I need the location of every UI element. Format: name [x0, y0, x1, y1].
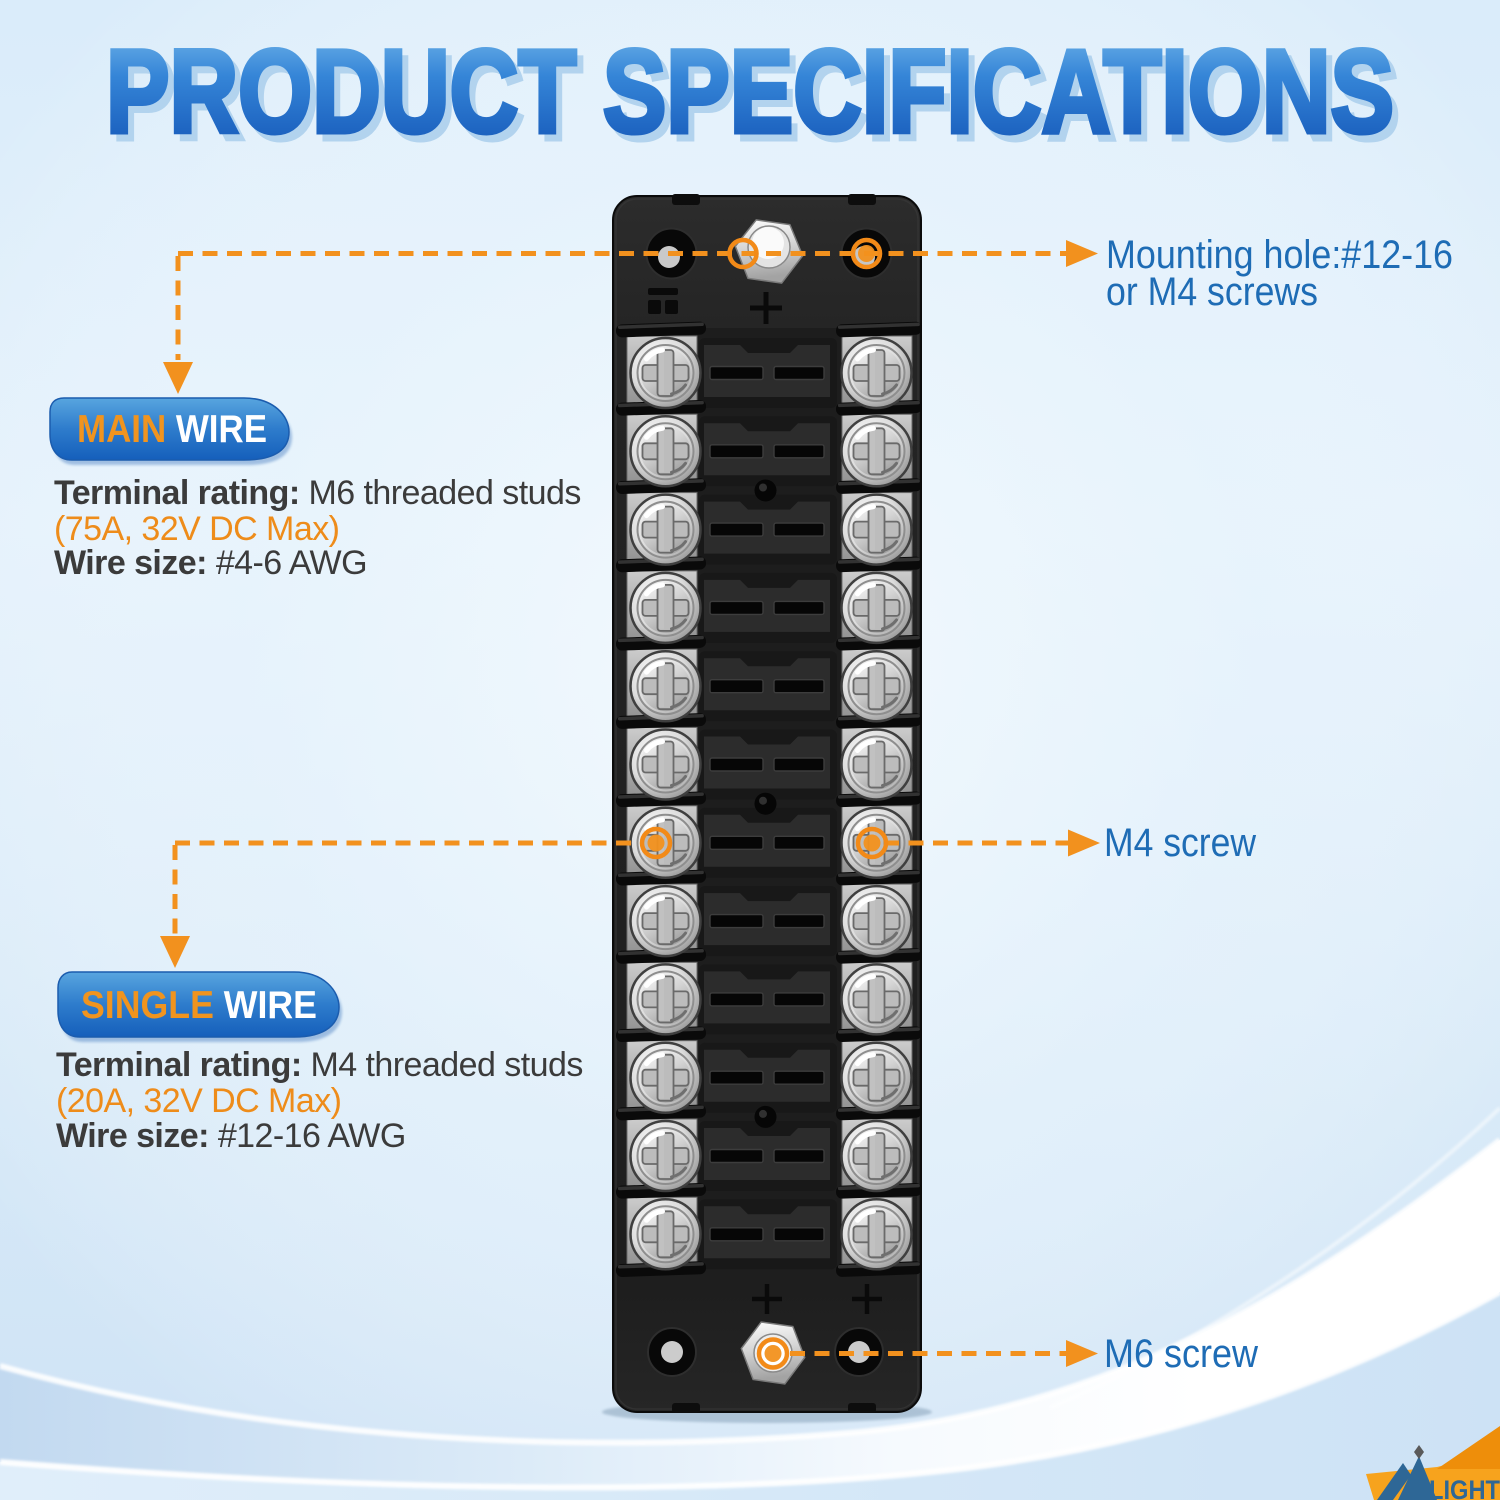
- svg-text:PRODUCT SPECIFICATIONS: PRODUCT SPECIFICATIONS: [112, 33, 1400, 165]
- svg-text:LIGHT: LIGHT: [1429, 1475, 1500, 1500]
- svg-text:or M4 screws: or M4 screws: [1106, 270, 1318, 314]
- svg-text:MAIN WIRE: MAIN WIRE: [77, 408, 267, 451]
- svg-text:Terminal rating: M6 threaded s: Terminal rating: M6 threaded studs: [54, 474, 581, 512]
- svg-text:(20A, 32V DC Max): (20A, 32V DC Max): [56, 1082, 341, 1120]
- svg-text:(75A, 32V DC Max): (75A, 32V DC Max): [54, 510, 339, 548]
- svg-text:Mounting hole:#12-16: Mounting hole:#12-16: [1106, 233, 1453, 277]
- svg-text:M4 screw: M4 screw: [1104, 821, 1256, 865]
- svg-text:Wire size: #4-6 AWG: Wire size: #4-6 AWG: [54, 544, 367, 582]
- svg-text:M6 screw: M6 screw: [1104, 1332, 1258, 1376]
- svg-text:SINGLE WIRE: SINGLE WIRE: [81, 984, 317, 1027]
- svg-text:Terminal rating: M4 threaded s: Terminal rating: M4 threaded studs: [56, 1046, 583, 1084]
- svg-text:PRODUCT SPECIFICATIONS: PRODUCT SPECIFICATIONS: [106, 26, 1394, 158]
- svg-text:Wire size: #12-16 AWG: Wire size: #12-16 AWG: [56, 1117, 406, 1155]
